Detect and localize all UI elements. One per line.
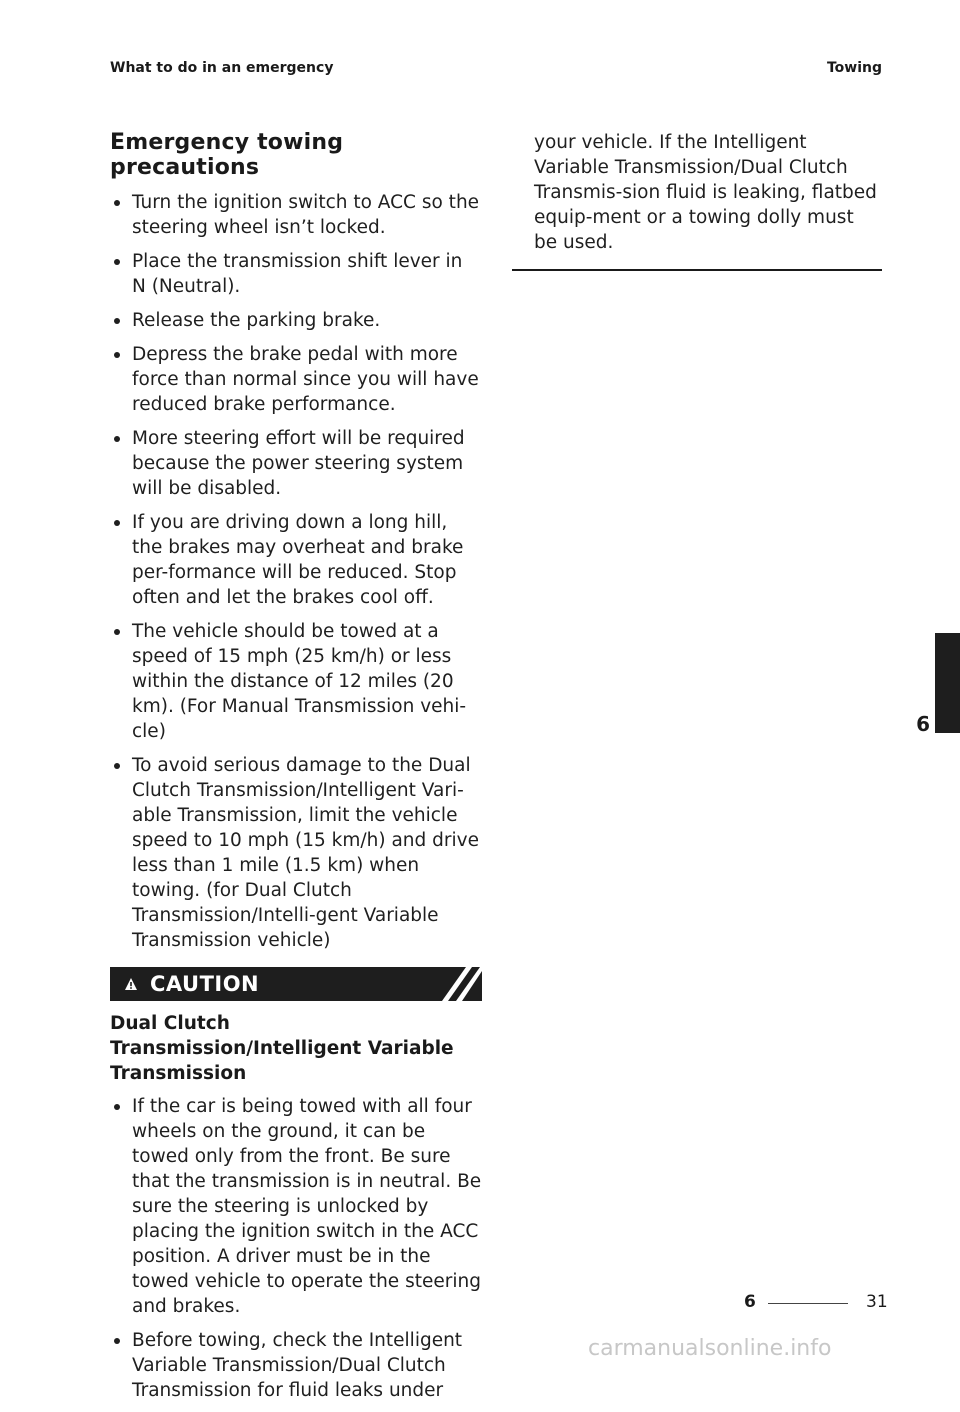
list-item: Before towing, check the Intelligent Var… [110, 1328, 482, 1403]
list-item: More steering effort will be required be… [110, 426, 482, 501]
continued-paragraph: your vehicle. If the Intelligent Variabl… [534, 132, 877, 253]
footer-divider [768, 1303, 848, 1304]
watermark-text: carmanualsonline.info [588, 1336, 832, 1361]
list-item: The vehicle should be towed at a speed o… [110, 619, 482, 744]
caution-label: CAUTION [150, 972, 260, 996]
warning-triangle-icon [125, 978, 137, 990]
caution-subheading: Dual Clutch Transmission/Intelligent Var… [110, 1013, 454, 1084]
section-title: Emergency towing precautions [110, 130, 344, 180]
chapter-thumb-tab [935, 633, 960, 733]
list-item: To avoid serious damage to the Dual Clut… [110, 753, 482, 953]
footer-page-number: 31 [866, 1292, 888, 1312]
left-column: Emergency towing precautions Turn the ig… [110, 130, 482, 1412]
caution-list: If the car is being towed with all four … [110, 1094, 482, 1403]
footer-chapter-number: 6 [744, 1292, 756, 1312]
list-item: Turn the ignition switch to ACC so the s… [110, 190, 482, 240]
list-item: Place the transmission shift lever in N … [110, 249, 482, 299]
list-item: Depress the brake pedal with more force … [110, 342, 482, 417]
list-item: Release the parking brake. [110, 308, 482, 333]
caution-banner: CAUTION [110, 967, 482, 1001]
caution-stripes [442, 967, 482, 1001]
precautions-list: Turn the ignition switch to ACC so the s… [110, 190, 482, 953]
caution-end-rule [512, 269, 882, 271]
list-item: If the car is being towed with all four … [110, 1094, 482, 1319]
right-column: your vehicle. If the Intelligent Variabl… [512, 130, 882, 271]
running-header-topic: Towing [826, 60, 882, 76]
chapter-tab-number: 6 [916, 712, 930, 736]
running-header-section: What to do in an emergency [110, 60, 334, 76]
list-item: If you are driving down a long hill, the… [110, 510, 482, 610]
